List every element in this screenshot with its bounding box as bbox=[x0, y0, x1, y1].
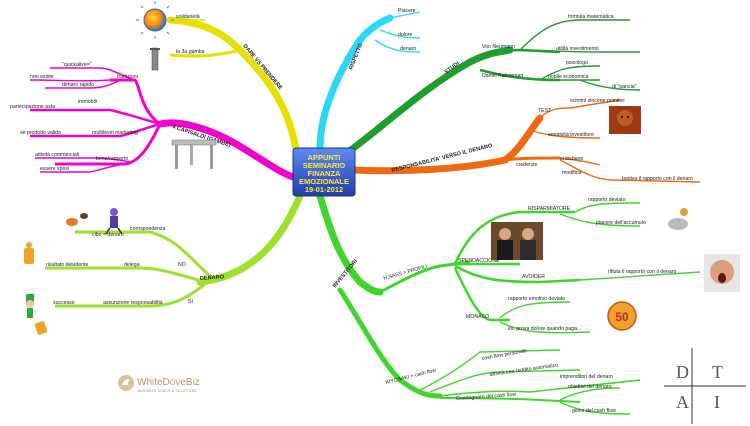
item-capisaldi-3: denaro rapido bbox=[62, 82, 94, 88]
center-line-1: APPUNTI bbox=[308, 153, 341, 162]
item-dare-1: la 3a gamba bbox=[176, 49, 205, 55]
svg-text:50: 50 bbox=[615, 310, 629, 324]
item-investitori-1: RISPARMIATORE bbox=[528, 206, 571, 212]
item-investitori-11: cash flow personale bbox=[481, 348, 527, 362]
item-studi-6: di "pancia" bbox=[612, 84, 637, 90]
item-capisaldi-6: multilevel marketing bbox=[92, 130, 138, 136]
item-denaro-7: successo bbox=[53, 300, 75, 306]
center-node[interactable]: APPUNTI SEMINARIO FINANZA EMOZIONALE 19-… bbox=[292, 147, 356, 197]
item-investitori-4: SPENDACCIONE bbox=[458, 258, 500, 264]
item-studi-1: formula matematica bbox=[568, 14, 614, 20]
branch-responsabilita bbox=[348, 114, 544, 175]
item-investitori-15: obiettivi del denaro bbox=[568, 384, 612, 390]
center-line-4: EMOZIONALE bbox=[299, 177, 349, 186]
item-investitori-8: rapporto emotivo deviato bbox=[508, 296, 565, 302]
item-investitori-16: gioco del cash flow bbox=[572, 408, 616, 414]
item-denaro-6: assunzione responsabilità bbox=[103, 300, 163, 306]
label-denaro[interactable]: DENARO bbox=[200, 274, 225, 282]
branch-capisaldi bbox=[156, 119, 300, 182]
item-responsabilita-4: ci bisbano bbox=[560, 156, 583, 162]
item-investitori-3: piacere dell'accumulo bbox=[596, 220, 646, 226]
datai-letter-a: A bbox=[676, 392, 689, 412]
screaming-man-photo bbox=[704, 254, 740, 292]
item-capisaldi-9: attività commerciali bbox=[35, 152, 79, 158]
datai-letter-i: I bbox=[714, 392, 720, 412]
datai-letter-t: T bbox=[712, 362, 723, 382]
slot-50-icon: 50 bbox=[607, 301, 637, 331]
item-investitori-14: Guadagnare del cash flow bbox=[456, 392, 517, 402]
item-capisaldi-0: tradizioni bbox=[117, 74, 138, 80]
item-rispetto-1: dolore bbox=[398, 32, 413, 38]
item-rispetto-2: denaro bbox=[400, 46, 416, 52]
item-responsabilita-5: modifica bbox=[562, 170, 581, 176]
orange-figure-icon bbox=[24, 242, 34, 264]
item-responsabilita-0: TEST bbox=[538, 108, 552, 114]
item-studi-4: psicologo bbox=[566, 60, 588, 66]
cartoon-figure-icon bbox=[105, 208, 123, 235]
item-investitori-7: MONACO bbox=[466, 314, 489, 320]
item-capisaldi-10: essere sposi bbox=[40, 166, 69, 172]
item-studi-0: Von Neumann bbox=[482, 44, 515, 50]
item-denaro-2: NO bbox=[178, 262, 186, 268]
item-studi-5: nobile economica bbox=[548, 74, 588, 80]
branch-denaro bbox=[196, 192, 304, 286]
men-photo bbox=[491, 222, 543, 260]
item-capisaldi-8: bene/rapporto bbox=[96, 156, 128, 162]
datai-logo: D T A I bbox=[664, 348, 746, 424]
whitedove-name: WhiteDoveBiz bbox=[137, 377, 200, 388]
item-dare-0: solidarietà bbox=[176, 14, 200, 20]
item-investitori-5: AVOIDER bbox=[522, 274, 545, 280]
leprechaun-icon bbox=[26, 294, 34, 318]
globe-icon bbox=[136, 1, 174, 39]
branch-dare bbox=[166, 16, 302, 164]
whitedove-tagline: BUSINESS COACH & SOLUTIONS bbox=[138, 389, 197, 393]
item-investitori-6: rifiuta il rapporto con il denaro bbox=[608, 269, 676, 275]
item-studi-3: Daniel Kahneman bbox=[482, 73, 523, 79]
item-denaro-3: delega bbox=[124, 262, 140, 268]
item-capisaldi-5: partecipazione asta bbox=[10, 104, 55, 110]
table-icon bbox=[171, 139, 217, 169]
datai-letter-d: D bbox=[676, 362, 689, 382]
item-denaro-1: cibo = denaro bbox=[92, 232, 124, 238]
item-responsabilita-6: tentiva il rapporto con il denaro bbox=[622, 176, 693, 182]
pillar-icon bbox=[150, 47, 160, 71]
item-denaro-4: risultato deludente bbox=[46, 262, 89, 268]
item-investitori-13: imprenditori del denaro bbox=[560, 374, 613, 380]
food-icon bbox=[66, 213, 88, 226]
whitedove-logo: WhiteDoveBiz BUSINESS COACH & SOLUTIONS bbox=[118, 375, 200, 393]
item-capisaldi-7: se prodotto valido bbox=[20, 130, 61, 136]
orangutan-photo bbox=[609, 106, 641, 134]
branch-rispetto bbox=[316, 14, 394, 152]
item-studi-2: utilità investimento bbox=[556, 46, 599, 52]
item-responsabilita-1: scimmi zincone primitivi bbox=[570, 98, 624, 104]
item-investitori-2: rapporto deviato bbox=[588, 197, 626, 203]
orange-figure-small-icon bbox=[34, 321, 48, 335]
coin-icon bbox=[668, 208, 688, 230]
item-denaro-0: corrispondenza bbox=[130, 226, 166, 232]
item-denaro-5: SI bbox=[188, 299, 193, 305]
item-rispetto-0: Piacere bbox=[398, 8, 416, 14]
branch-investitori bbox=[316, 192, 384, 296]
item-investitori-9: es. prova dolore quando paga... bbox=[508, 326, 581, 332]
label-dare[interactable]: DARE VS PRENDERE bbox=[241, 43, 283, 91]
item-responsabilita-2: emotività investitore bbox=[548, 132, 594, 138]
item-capisaldi-1: "quickalive=" bbox=[62, 62, 92, 68]
item-responsabilita-3: credenze bbox=[516, 162, 537, 168]
branch-studi bbox=[336, 46, 514, 162]
item-capisaldi-4: immobili bbox=[78, 99, 97, 105]
center-line-2: SEMINARIO bbox=[303, 161, 346, 170]
center-line-5: 19-01-2012 bbox=[305, 185, 343, 194]
item-capisaldi-2: non esiste bbox=[30, 74, 54, 80]
center-line-3: FINANZA bbox=[308, 169, 341, 178]
